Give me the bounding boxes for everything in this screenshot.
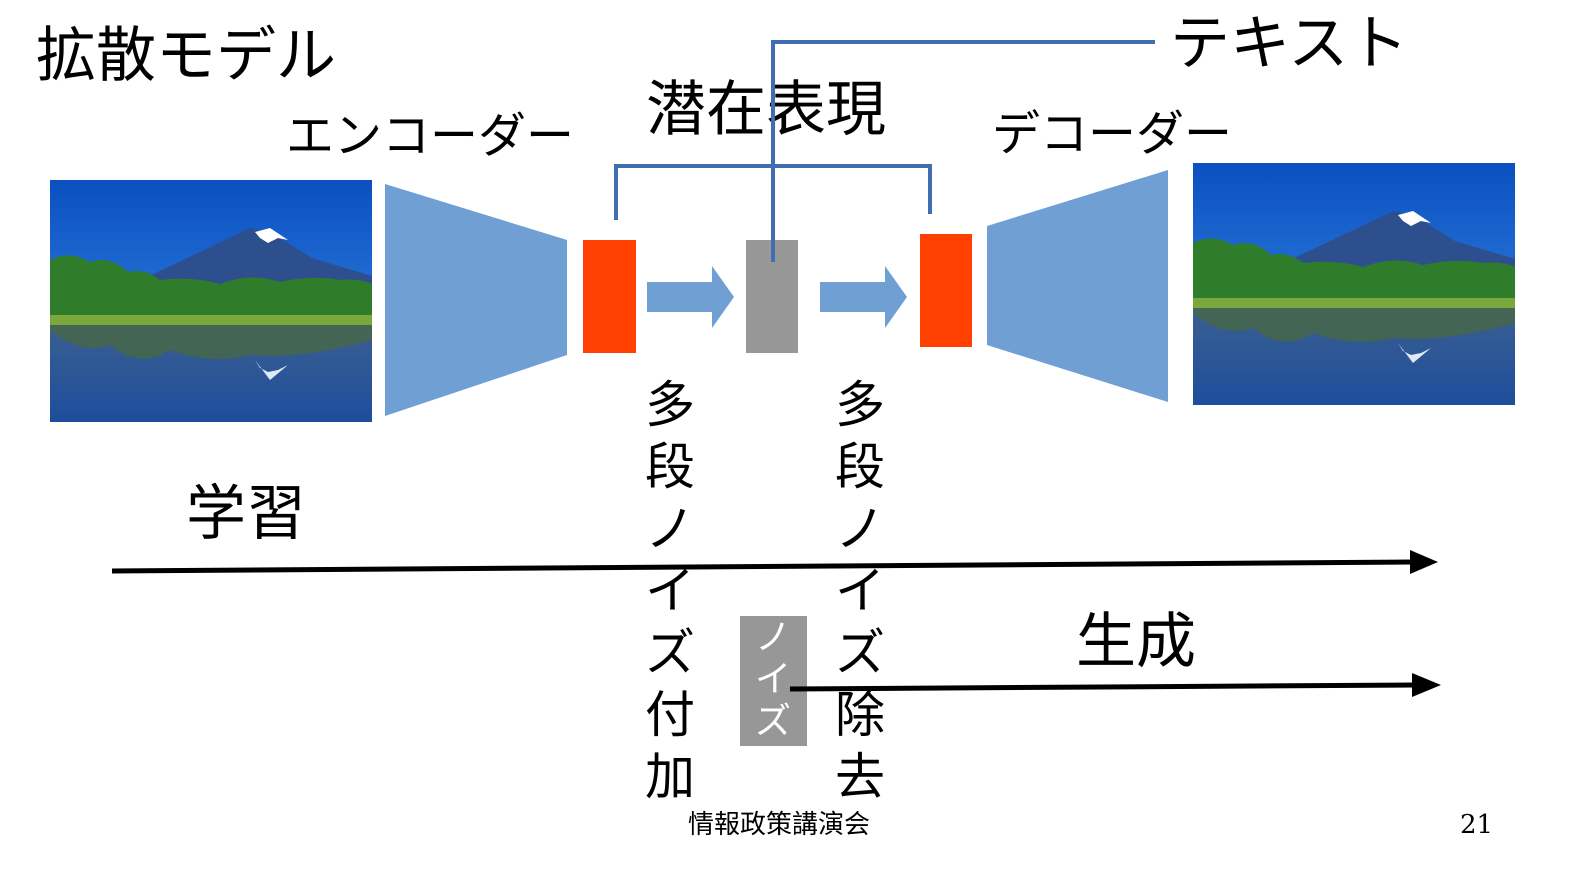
vertical-char: イ — [835, 562, 885, 620]
vertical-char: 去 — [835, 748, 885, 806]
vertical-char: ズ — [835, 624, 885, 682]
text-connector — [771, 40, 1155, 262]
noise-add-label: 多段ノイズ付加 — [640, 380, 700, 814]
text-label: テキスト — [1170, 9, 1409, 79]
vertical-char: ノ — [645, 500, 695, 558]
generation-arrow-head — [1412, 673, 1441, 697]
footer-text: 情報政策講演会 — [688, 810, 871, 840]
vertical-char: ズ — [645, 624, 695, 682]
encoder-shape — [385, 184, 567, 416]
training-arrow-head — [1410, 550, 1438, 574]
page-number: 21 — [1460, 810, 1494, 840]
decoder-label: デコーダー — [992, 106, 1233, 162]
vertical-char: 除 — [835, 686, 885, 744]
vertical-char: 付 — [645, 686, 695, 744]
vertical-char: ノ — [835, 500, 885, 558]
noise-block — [740, 616, 807, 746]
noise-remove-label: 多段ノイズ除去 — [830, 380, 890, 814]
vertical-char: 加 — [645, 748, 695, 806]
latent-block-decoded — [920, 234, 972, 347]
decoder-shape — [987, 170, 1168, 402]
training-arrow-line — [111, 559, 1413, 574]
noise-add-arrow — [647, 266, 734, 328]
vertical-char: 多 — [645, 376, 695, 434]
generation-arrow-line — [789, 682, 1415, 692]
latent-block-encoded — [583, 240, 636, 353]
vertical-char: 段 — [645, 438, 695, 496]
slide-title: 拡散モデル — [36, 21, 336, 91]
vertical-char: イ — [645, 562, 695, 620]
noise-block-label: ノイズ — [743, 620, 803, 746]
vertical-char: ズ — [754, 701, 791, 742]
input-image — [50, 180, 372, 422]
encoder-label: エンコーダー — [286, 108, 575, 164]
vertical-char: 多 — [835, 376, 885, 434]
denoise-arrow — [820, 266, 907, 328]
vertical-char: イ — [754, 659, 791, 700]
generation-label: 生成 — [1076, 607, 1196, 677]
training-label: 学習 — [186, 479, 306, 549]
latent-label: 潜在表現 — [646, 75, 886, 145]
output-image — [1193, 163, 1515, 405]
vertical-char: 段 — [835, 438, 885, 496]
vertical-char: ノ — [754, 617, 791, 658]
